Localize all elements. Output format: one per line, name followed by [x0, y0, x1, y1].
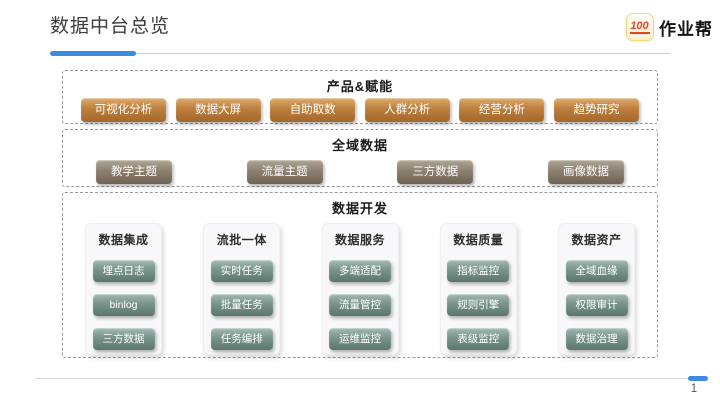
section-dev-title: 数据开发 — [331, 201, 388, 216]
dev-chip[interactable]: 规则引擎 — [447, 294, 510, 316]
dev-chip[interactable]: 埋点日志 — [92, 260, 155, 282]
brand-logo: 100 作业帮 — [626, 13, 713, 41]
dev-chip[interactable]: 全域血缘 — [565, 260, 628, 282]
footer-divider — [36, 378, 708, 379]
dev-column-title: 数据服务 — [334, 233, 385, 247]
dev-chip[interactable]: 数据治理 — [565, 328, 628, 350]
dev-column-asset: 数据资产 全域血缘 权限审计 数据治理 — [558, 223, 635, 355]
header-divider — [50, 53, 670, 54]
logo-100-badge-icon: 100 — [626, 13, 654, 41]
dev-column-stream-batch: 流批一体 实时任务 批量任务 任务编排 — [203, 223, 281, 355]
domain-chip[interactable]: 教学主题 — [96, 160, 172, 184]
dev-chip[interactable]: 三方数据 — [92, 328, 155, 350]
dev-chip[interactable]: 流量管控 — [329, 294, 391, 316]
product-chip[interactable]: 可视化分析 — [81, 98, 166, 122]
products-row: 可视化分析 数据大屏 自助取数 人群分析 经营分析 趋势研究 — [63, 98, 657, 122]
product-chip[interactable]: 趋势研究 — [553, 98, 639, 122]
dev-chip[interactable]: 权限审计 — [565, 294, 628, 316]
product-chip[interactable]: 数据大屏 — [175, 98, 261, 122]
domain-chip[interactable]: 画像数据 — [547, 160, 624, 184]
dev-columns: 数据集成 埋点日志 binlog 三方数据 流批一体 实时任务 批量任务 任务编… — [63, 223, 657, 355]
product-chip[interactable]: 自助取数 — [270, 98, 356, 122]
dev-chip[interactable]: 指标监控 — [447, 260, 510, 282]
section-domain: 全域数据 教学主题 流量主题 三方数据 画像数据 — [62, 129, 658, 187]
dev-chip[interactable]: 多端适配 — [329, 260, 391, 282]
domain-row: 教学主题 流量主题 三方数据 画像数据 — [63, 160, 657, 184]
page-number: 1 — [690, 383, 698, 395]
product-chip[interactable]: 人群分析 — [364, 98, 450, 122]
dev-chip[interactable]: 批量任务 — [210, 294, 273, 316]
dev-chip[interactable]: 任务编排 — [210, 328, 273, 350]
dev-column-title: 数据资产 — [571, 233, 622, 247]
domain-chip[interactable]: 流量主题 — [246, 160, 323, 184]
dev-column-title: 数据集成 — [98, 233, 149, 247]
section-products-title: 产品&赋能 — [326, 79, 394, 94]
logo-brand-name: 作业帮 — [659, 19, 713, 39]
page-title: 数据中台总览 — [50, 16, 171, 37]
dev-chip[interactable]: 实时任务 — [210, 260, 273, 282]
section-domain-title: 全域数据 — [331, 138, 388, 153]
dev-column-service: 数据服务 多端适配 流量管控 运维监控 — [321, 223, 399, 355]
footer-accent-bar — [688, 376, 708, 381]
section-dev: 数据开发 数据集成 埋点日志 binlog 三方数据 流批一体 实时任务 批量任… — [62, 192, 658, 358]
domain-chip[interactable]: 三方数据 — [397, 160, 474, 184]
dev-column-integration: 数据集成 埋点日志 binlog 三方数据 — [85, 223, 162, 355]
dev-chip[interactable]: 运维监控 — [329, 328, 391, 350]
product-chip[interactable]: 经营分析 — [459, 98, 545, 122]
dev-chip[interactable]: binlog — [92, 294, 155, 316]
dev-column-title: 数据质量 — [453, 233, 504, 247]
section-products: 产品&赋能 可视化分析 数据大屏 自助取数 人群分析 经营分析 趋势研究 — [62, 70, 658, 124]
dev-column-quality: 数据质量 指标监控 规则引擎 表级监控 — [439, 223, 517, 355]
header-accent-bar — [50, 51, 136, 56]
dev-chip[interactable]: 表级监控 — [447, 328, 510, 350]
dev-column-title: 流批一体 — [216, 233, 267, 247]
